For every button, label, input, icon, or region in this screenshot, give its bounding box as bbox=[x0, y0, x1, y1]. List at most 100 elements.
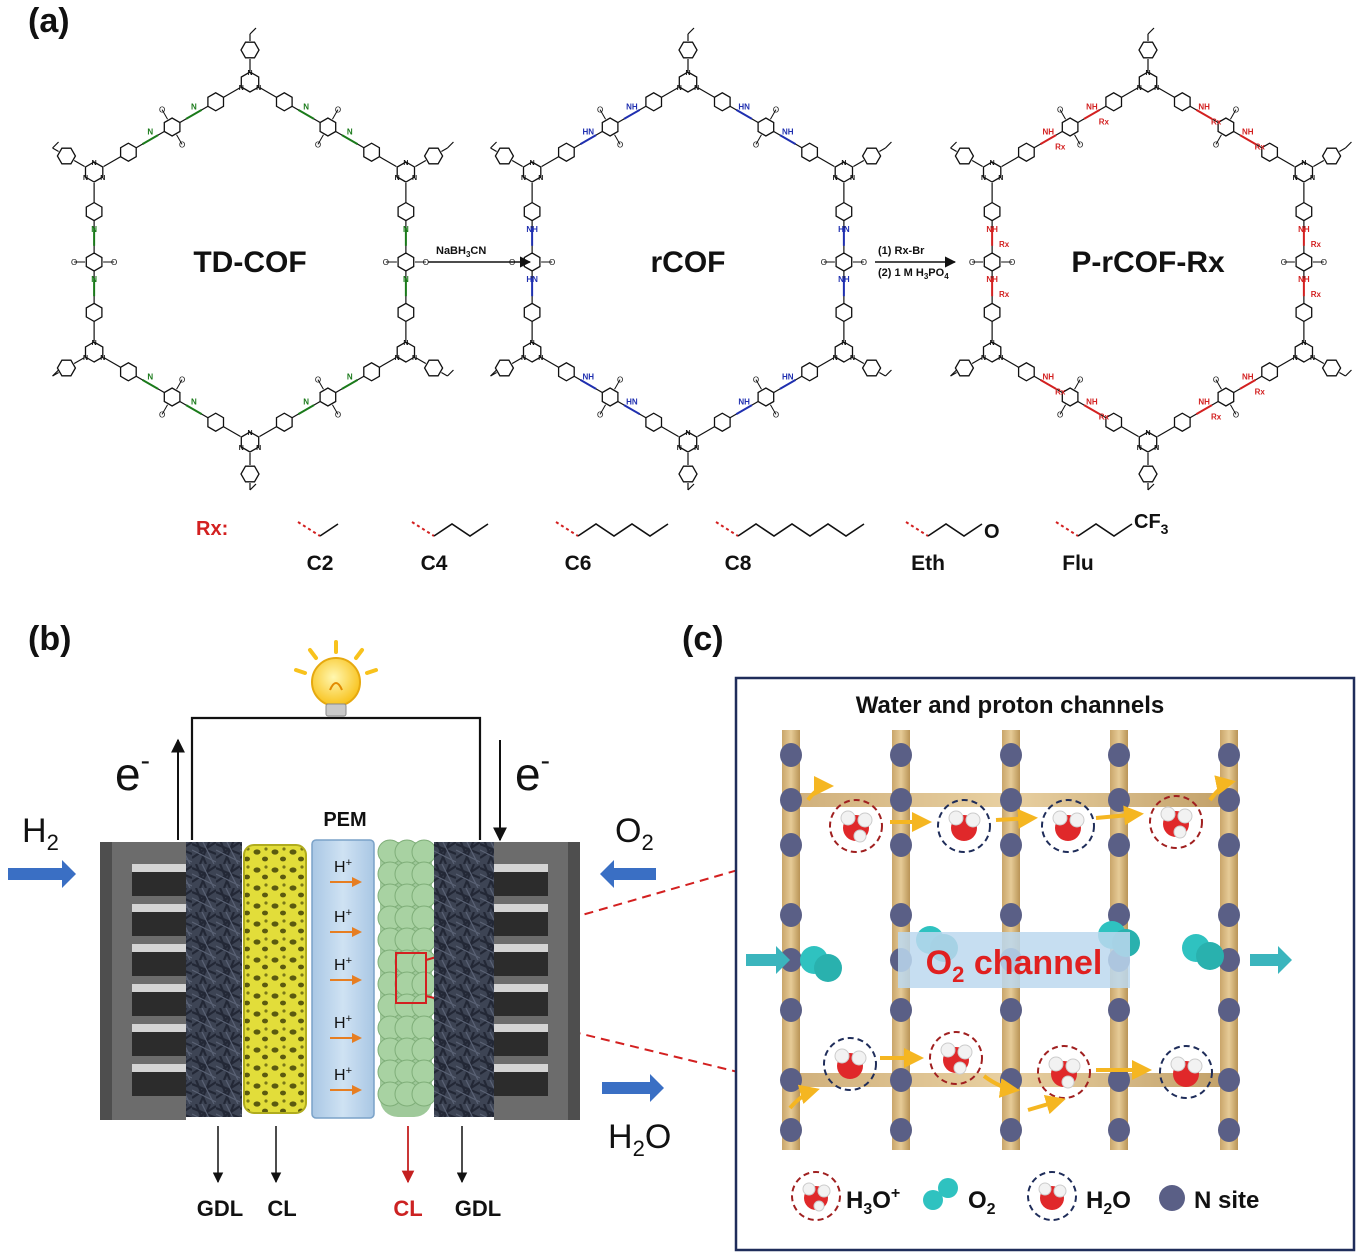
benzene-ring bbox=[56, 147, 77, 165]
linker-label: N bbox=[191, 398, 197, 407]
proton-transport-arrows: H+H+H+H+H+ bbox=[330, 857, 362, 1095]
water-boundary bbox=[823, 1037, 877, 1091]
legend-h3o-icon bbox=[791, 1171, 841, 1221]
hydrogen-atom bbox=[1052, 810, 1068, 826]
o2-inlet-arrow bbox=[600, 860, 656, 888]
methoxy-bond bbox=[161, 404, 168, 415]
methoxy-oxygen: O bbox=[617, 376, 623, 385]
linker-label: N bbox=[91, 275, 97, 284]
legend: H3O+ O2 H2O N site bbox=[791, 1171, 1259, 1221]
linker-label: HN bbox=[582, 128, 594, 137]
hydrogen-atom bbox=[1069, 812, 1085, 828]
triazine-nitrogen: N bbox=[981, 355, 986, 362]
n-site bbox=[1108, 833, 1130, 857]
node-tail-end bbox=[1345, 369, 1352, 377]
linker-bond bbox=[579, 134, 597, 145]
linker-label: NH bbox=[986, 225, 998, 234]
substituent-name: C2 bbox=[307, 552, 334, 575]
n-site bbox=[780, 833, 802, 857]
methoxy-oxygen: O bbox=[111, 258, 117, 267]
substituent-atom: CF3 bbox=[1134, 511, 1169, 537]
substituent-chain bbox=[433, 523, 489, 537]
methoxy-bond bbox=[161, 109, 168, 120]
n-site bbox=[780, 1118, 802, 1142]
ring-background bbox=[521, 161, 544, 183]
benzene-ring bbox=[557, 362, 575, 382]
cathode-flow-plate bbox=[494, 842, 580, 1120]
ring-background bbox=[834, 253, 853, 271]
legend-h2o-icon bbox=[1027, 1171, 1077, 1221]
methoxy-bond bbox=[1215, 379, 1222, 390]
n-site bbox=[1108, 788, 1130, 812]
proton-hop-arrow bbox=[806, 776, 834, 802]
benzene-ring bbox=[56, 359, 77, 377]
hydrogen-atom bbox=[851, 1050, 867, 1066]
methoxy-bond bbox=[332, 109, 339, 120]
benzene-ring bbox=[163, 387, 181, 407]
benzene-ring bbox=[1321, 147, 1342, 165]
ring-background bbox=[396, 202, 415, 221]
triazine-nitrogen: N bbox=[538, 175, 543, 182]
substituent-chain bbox=[1077, 523, 1133, 537]
triazine-nitrogen: N bbox=[247, 430, 252, 437]
catalyst-particle bbox=[411, 1037, 437, 1063]
triazine-nitrogen: N bbox=[1137, 445, 1142, 452]
proton-label: H+ bbox=[334, 907, 352, 926]
panel-b-label: (b) bbox=[28, 620, 71, 658]
benzene-ring bbox=[423, 359, 444, 377]
linker-bond bbox=[1195, 404, 1213, 415]
substituent-name: C8 bbox=[725, 552, 752, 575]
methoxy-bond bbox=[755, 379, 762, 390]
ring-background bbox=[644, 413, 663, 432]
linker-label: NH bbox=[838, 275, 850, 284]
ring-background bbox=[756, 388, 775, 406]
ring-background bbox=[800, 143, 819, 162]
layer-label-cl-left: CL bbox=[267, 1196, 296, 1221]
benzene-ring bbox=[1138, 71, 1158, 93]
benzene-ring bbox=[397, 302, 415, 323]
catalyst-particle bbox=[411, 927, 437, 953]
ring-background bbox=[1322, 147, 1341, 165]
substituent-chain bbox=[319, 523, 339, 537]
triazine-nitrogen: N bbox=[403, 340, 408, 347]
methoxy-oxygen: O bbox=[71, 258, 77, 267]
methoxy-oxygen: O bbox=[1321, 258, 1327, 267]
reagent-rx-br: (1) Rx-Br bbox=[878, 245, 925, 257]
n-site bbox=[890, 833, 912, 857]
benzene-ring bbox=[494, 147, 515, 165]
linker-bond bbox=[1239, 134, 1257, 145]
ring-background bbox=[206, 92, 225, 111]
ring-background bbox=[362, 143, 381, 162]
ring-background bbox=[955, 359, 974, 377]
benzene-ring bbox=[85, 302, 103, 323]
ring-background bbox=[318, 388, 337, 406]
linker-label: HN bbox=[626, 398, 638, 407]
benzene-ring bbox=[119, 362, 137, 382]
pem-label: PEM bbox=[323, 809, 366, 831]
triazine-nitrogen: N bbox=[1145, 430, 1150, 437]
triazine-nitrogen: N bbox=[841, 160, 846, 167]
linker-label: NH bbox=[1298, 225, 1310, 234]
o2-atom bbox=[1196, 942, 1224, 970]
benzene-ring bbox=[1321, 359, 1342, 377]
methoxy-bond bbox=[599, 109, 606, 120]
n-site bbox=[1108, 1068, 1130, 1092]
ring-background bbox=[981, 341, 1004, 363]
benzene-ring bbox=[645, 412, 663, 432]
light-bulb-icon bbox=[294, 640, 378, 717]
triazine-nitrogen: N bbox=[521, 355, 526, 362]
ring-background bbox=[1137, 71, 1159, 93]
triazine-nitrogen: N bbox=[990, 160, 995, 167]
triazine-nitrogen: N bbox=[92, 340, 97, 347]
ring-background bbox=[983, 303, 1002, 322]
reagent-nabh3cn: NaBH3CN bbox=[436, 245, 486, 259]
ring-background bbox=[85, 253, 104, 271]
node-tail-end bbox=[490, 369, 497, 377]
rx-group-label: Rx bbox=[1099, 117, 1110, 126]
linker-label: N bbox=[147, 372, 153, 381]
n-site bbox=[890, 743, 912, 767]
catalyst-particle bbox=[411, 971, 437, 997]
ring-background bbox=[85, 303, 104, 322]
benzene-ring bbox=[834, 341, 854, 363]
ring-background bbox=[239, 431, 261, 453]
